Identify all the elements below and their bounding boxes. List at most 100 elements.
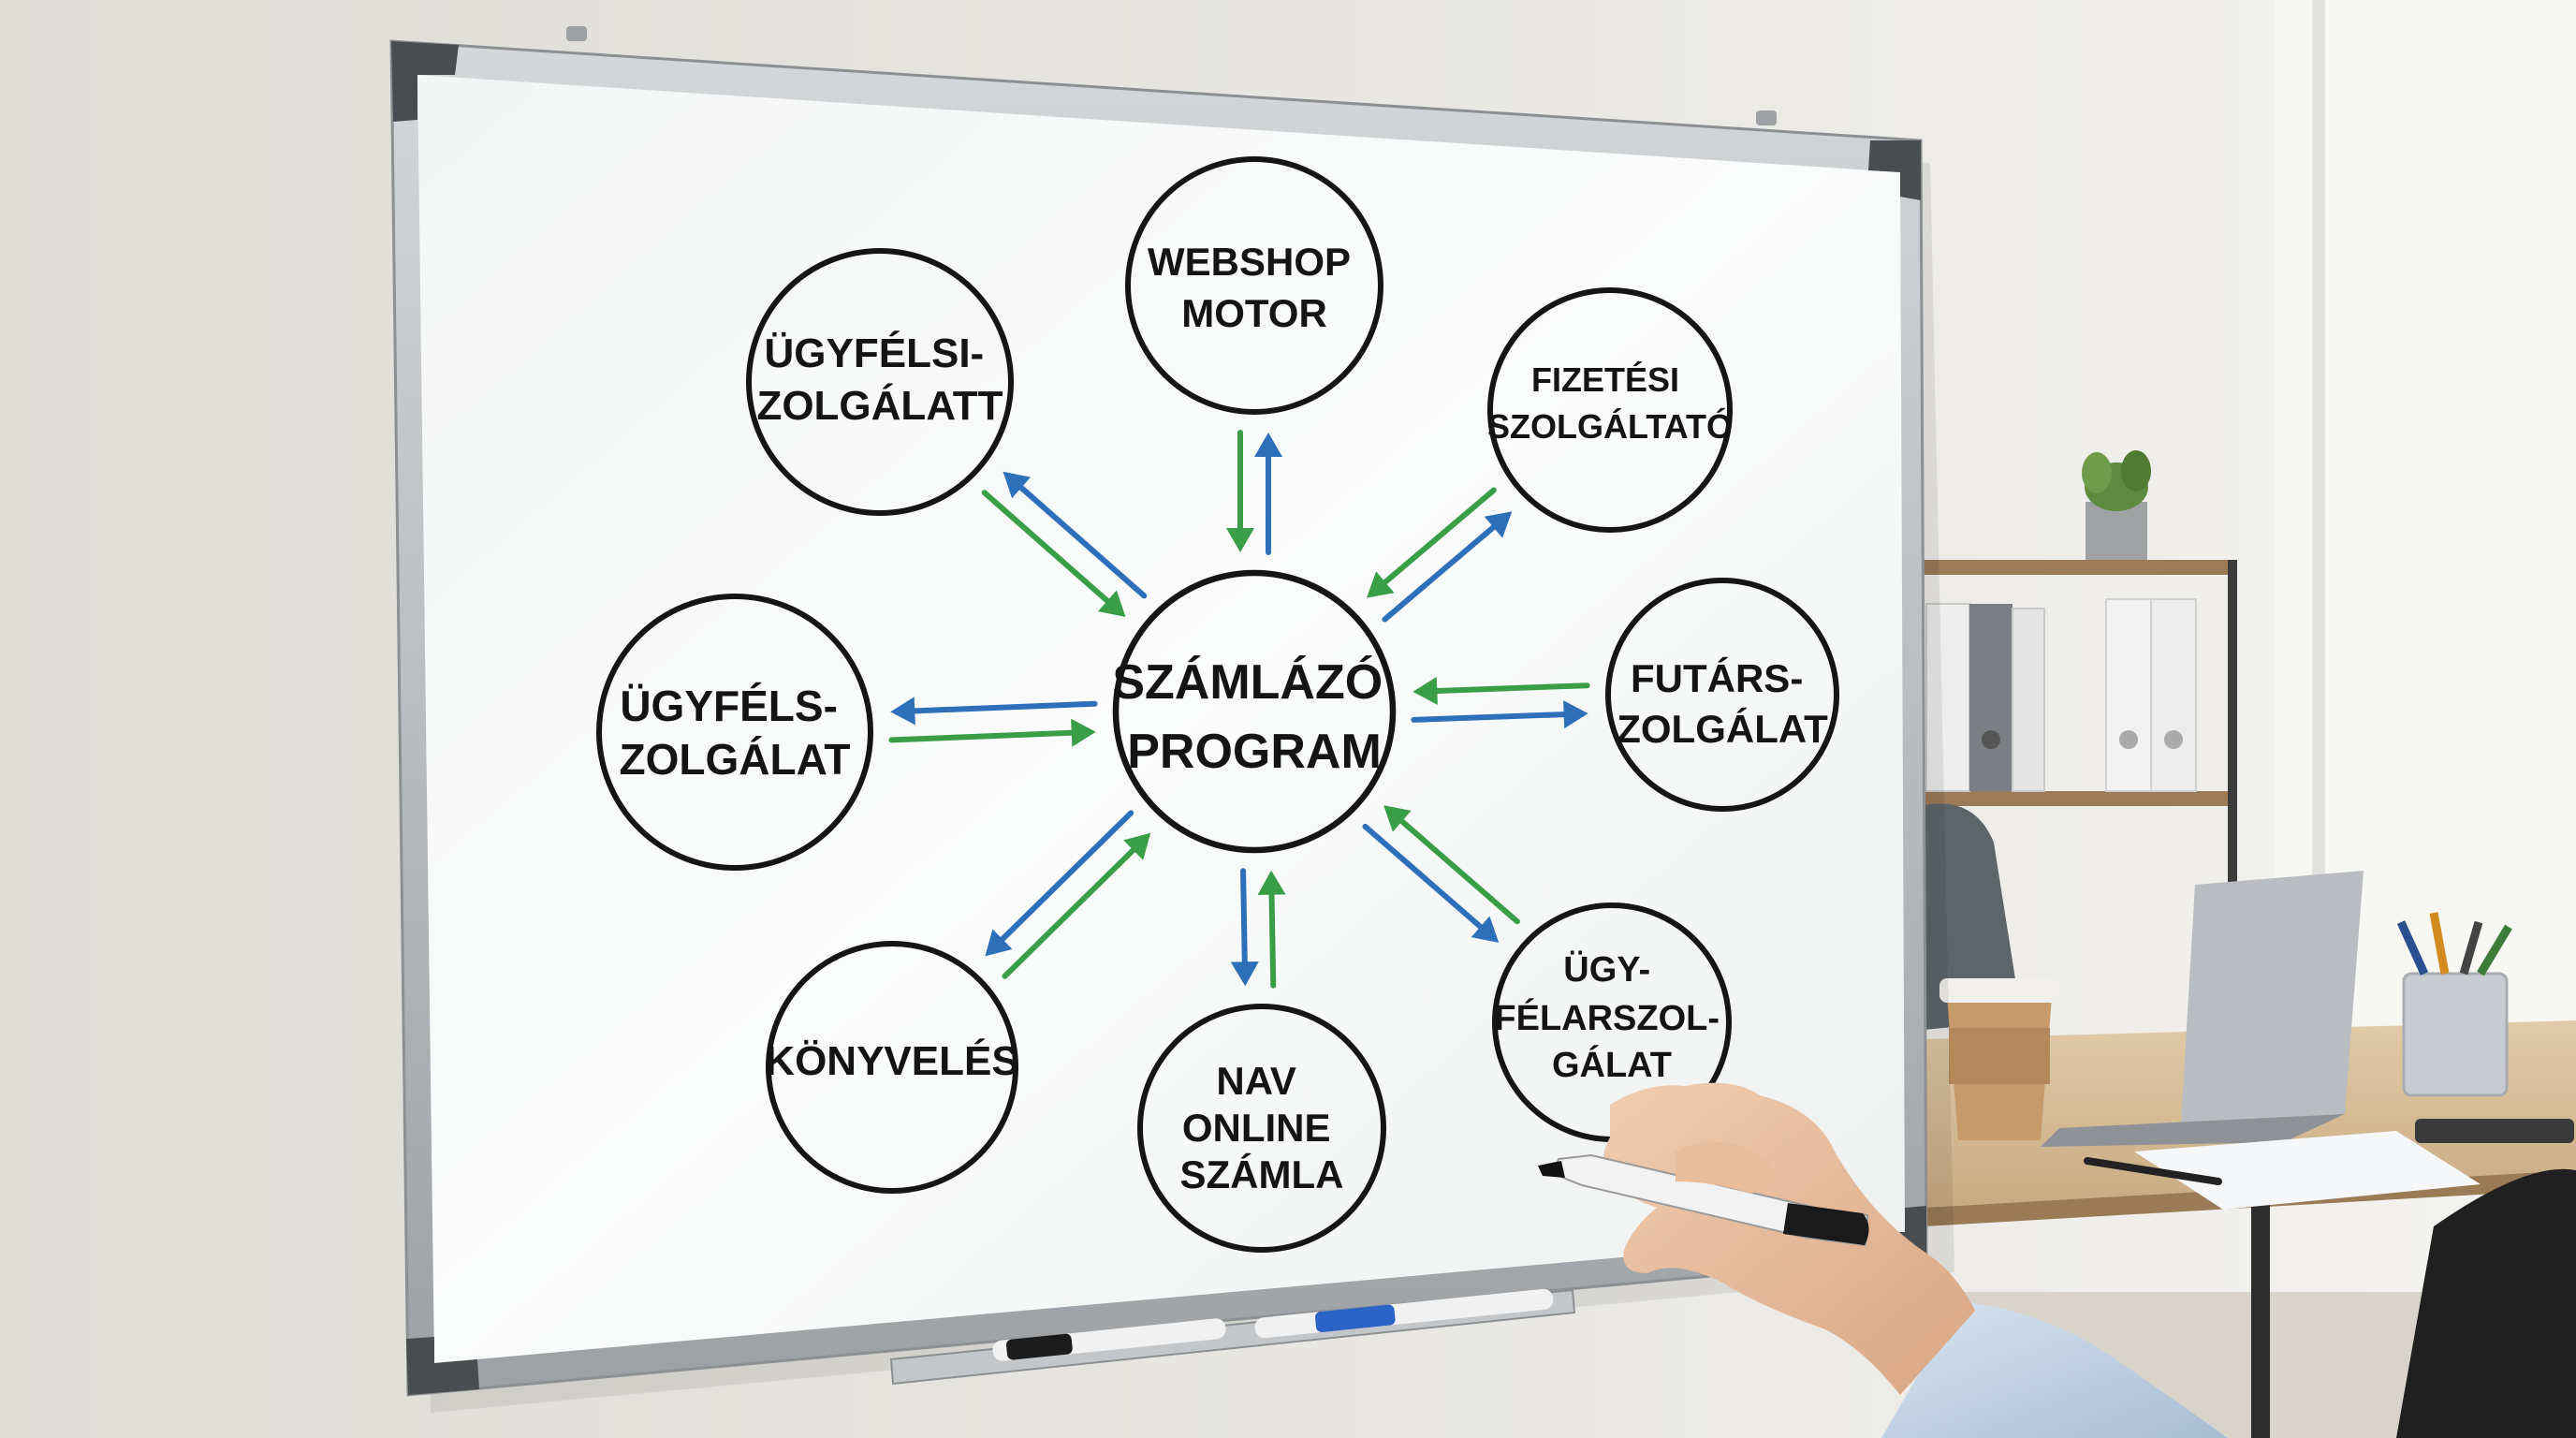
whiteboard-surface <box>417 75 1905 1363</box>
arrow-to-ugyfelarszolgalat-head <box>1471 916 1500 943</box>
center-node: SZÁMLÁZÓ PROGRAM <box>1112 569 1397 854</box>
node-ugyfelsizolgalatt-line-2: ZOLGÁLATT <box>756 382 1003 429</box>
node-futar-line-1: FUTÁRS- <box>1631 656 1803 700</box>
arrow-to-ugyfelsizolgalatt-shaft <box>1018 484 1148 599</box>
node-nav-circle <box>1137 1004 1386 1253</box>
arrow-from-webshop-head <box>1226 528 1254 552</box>
node-futar: FUTÁRS- ZOLGÁLAT <box>1605 578 1839 812</box>
shirt-sleeve <box>1881 1301 2228 1438</box>
binder <box>2012 608 2045 792</box>
arrow-to-nav-shaft <box>1240 868 1248 965</box>
node-ugyfelszolgalat-line-1: ÜGYFÉLS- <box>620 682 838 730</box>
arrow-from-fizetesi-shaft <box>1382 487 1497 585</box>
arrow-to-konyveles-head <box>985 929 1013 957</box>
marker-tip <box>1538 1161 1565 1178</box>
arrow-from-konyveles-head <box>1123 832 1151 860</box>
window-frame <box>2312 0 2325 936</box>
node-ugyfelszolgalat-line-2: ZOLGÁLAT <box>620 735 851 784</box>
arrow-from-ugyfelsizolgalatt-head <box>1098 590 1126 617</box>
arrow-from-nav-head <box>1257 870 1286 895</box>
office-chair <box>1924 803 2022 1030</box>
node-konyveles-line-1: KÖNYVELÉS <box>765 1037 1018 1084</box>
arrow-from-konyveles-shaft <box>1002 847 1136 979</box>
node-ugyfelsizolgalatt-line-1: ÜGYFÉLSI- <box>765 330 985 376</box>
node-fizetesi-circle <box>1487 287 1733 533</box>
node-futar-circle <box>1605 578 1839 812</box>
arrow-to-ugyfelszolgalat-head <box>890 697 915 726</box>
arrow-to-futar-head <box>1563 700 1588 729</box>
center-node-label: SZÁMLÁZÓ PROGRAM <box>1112 655 1396 779</box>
hand-with-marker <box>1538 1082 2228 1438</box>
arrow-from-futar-head <box>1412 676 1438 705</box>
arrow-to-fizetesi-head <box>1484 511 1513 538</box>
marker-tray <box>889 1288 1576 1386</box>
arrow-from-futar-shaft <box>1434 682 1590 694</box>
binder <box>1969 604 2012 791</box>
shelf <box>1919 560 2237 1065</box>
phone <box>2415 1119 2574 1143</box>
center-node-line-1: SZÁMLÁZÓ <box>1112 655 1383 710</box>
node-konyveles-circle <box>766 941 1018 1194</box>
node-fizetesi: FIZETÉSI SZOLGÁLTATÓ <box>1487 287 1733 533</box>
node-konyveles-label: KÖNYVELÉS <box>765 1037 1018 1084</box>
arrow-to-nav-head <box>1230 961 1259 987</box>
center-node-circle <box>1112 569 1397 854</box>
node-konyveles: KÖNYVELÉS <box>765 941 1019 1194</box>
node-nav-line-3: SZÁMLA <box>1180 1152 1344 1196</box>
node-webshop-line-1: WEBSHOP <box>1148 240 1350 284</box>
arrow-from-ugyfelarszolgalat-shaft <box>1398 818 1520 925</box>
node-ugyfelszolgalat-label: ÜGYFÉLS- ZOLGÁLAT <box>620 682 851 784</box>
laptop <box>2041 871 2364 1147</box>
paper-sheet <box>2134 1131 2481 1210</box>
node-futar-line-2: ZOLGÁLAT <box>1617 707 1828 751</box>
node-fizetesi-line-2: SZOLGÁLTATÓ <box>1487 406 1733 446</box>
node-nav-label: NAV ONLINE SZÁMLA <box>1180 1059 1344 1196</box>
node-ugyfelsizolgalatt-circle <box>746 248 1014 516</box>
node-futar-label: FUTÁRS- ZOLGÁLAT <box>1617 656 1828 751</box>
node-webshop: WEBSHOP MOTOR <box>1125 156 1383 415</box>
center-node-line-2: PROGRAM <box>1127 725 1382 779</box>
node-ugyfelarszolgalat-label: ÜGY- FÉLARSZOL- GÁLAT <box>1494 949 1729 1085</box>
arrow-to-fizetesi-shaft <box>1382 524 1497 623</box>
arrow-to-ugyfelsizolgalatt-head <box>1003 471 1031 499</box>
thumb <box>1676 1141 1772 1194</box>
desk-pen <box>2084 1157 2222 1185</box>
node-ugyfelszolgalat-circle <box>596 594 873 871</box>
node-nav-line-2: ONLINE <box>1182 1106 1331 1150</box>
arrow-from-ugyfelszolgalat-head <box>1071 718 1096 747</box>
arrows <box>888 430 1590 989</box>
node-webshop-circle <box>1125 156 1383 415</box>
pen-cup <box>2396 912 2512 1097</box>
node-ugyfelsizolgalatt: ÜGYFÉLSI- ZOLGÁLATT <box>746 248 1014 516</box>
diagram: SZÁMLÁZÓ PROGRAM WEBSHOP MOTOR FIZETÉSI … <box>596 156 1839 1253</box>
arrow-to-webshop-head <box>1254 433 1282 457</box>
arrow-to-futar-shaft <box>1411 712 1567 723</box>
node-ugyfelarszolgalat-line-3: GÁLAT <box>1552 1044 1672 1085</box>
node-webshop-label: WEBSHOP MOTOR <box>1148 240 1361 335</box>
node-fizetesi-line-1: FIZETÉSI <box>1531 360 1679 399</box>
binder <box>1925 603 1970 792</box>
arrow-from-ugyfelszolgalat-shaft <box>888 729 1075 743</box>
arrow-to-ugyfelszolgalat-shaft <box>912 700 1098 714</box>
plant-pot <box>2082 450 2151 560</box>
office-background <box>1919 0 2576 1438</box>
whiteboard <box>389 26 1954 1413</box>
node-ugyfelarszolgalat-line-1: ÜGY- <box>1563 949 1650 990</box>
marker-cap <box>1783 1203 1869 1245</box>
arrow-to-ugyfelarszolgalat-shaft <box>1362 823 1484 930</box>
node-webshop-line-2: MOTOR <box>1181 291 1327 335</box>
node-nav-line-1: NAV <box>1216 1059 1296 1103</box>
node-ugyfelarszolgalat: ÜGY- FÉLARSZOL- GÁLAT <box>1492 902 1732 1142</box>
arrow-to-konyveles-shaft <box>999 810 1134 943</box>
node-ugyfelarszolgalat-line-2: FÉLARSZOL- <box>1494 997 1720 1038</box>
arrow-from-nav-shaft <box>1268 891 1277 989</box>
node-ugyfelsizolgalatt-label: ÜGYFÉLSI- ZOLGÁLATT <box>756 330 1003 429</box>
binder <box>2150 598 2197 792</box>
node-ugyfelszolgalat: ÜGYFÉLS- ZOLGÁLAT <box>596 594 873 871</box>
node-nav: NAV ONLINE SZÁMLA <box>1137 1004 1386 1253</box>
arrow-from-ugyfelarszolgalat-head <box>1383 805 1412 832</box>
chair-foreground <box>2396 1168 2576 1438</box>
binder <box>2105 598 2152 792</box>
arrow-from-fizetesi-head <box>1367 571 1395 598</box>
